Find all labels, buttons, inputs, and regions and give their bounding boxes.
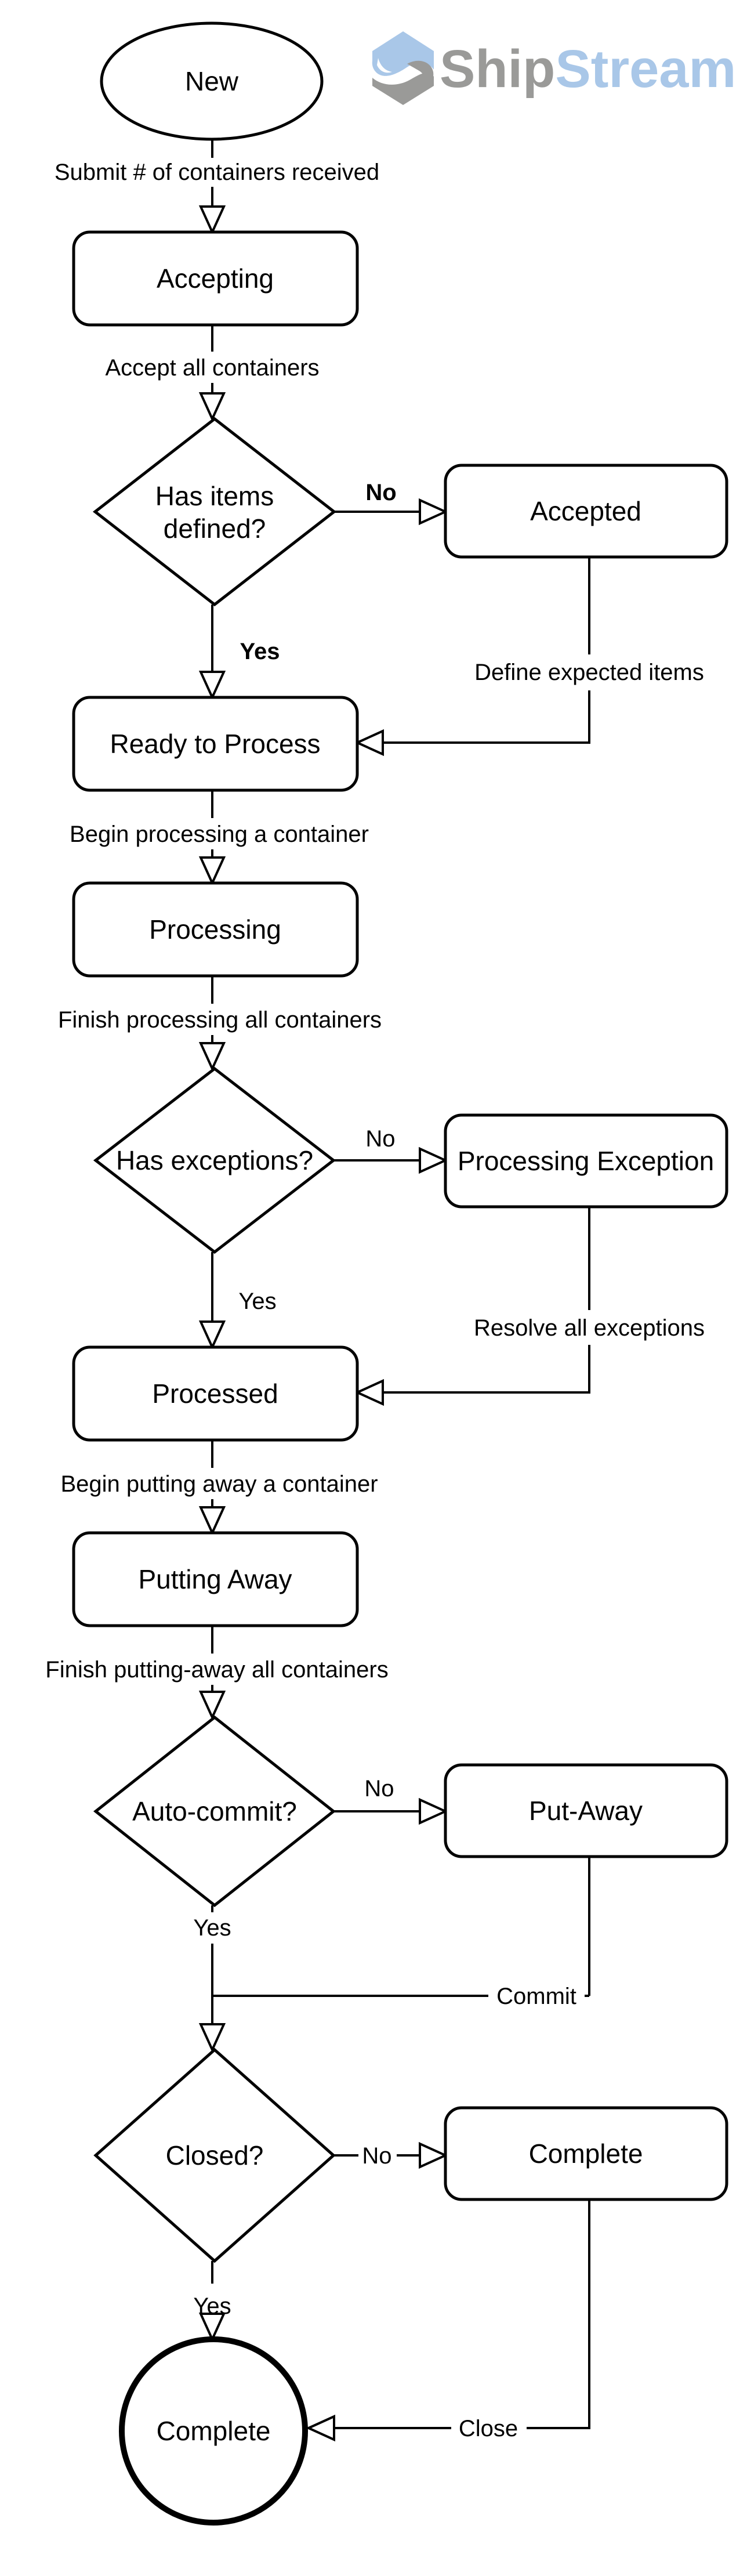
node-label: Processed: [152, 1379, 278, 1409]
arrowhead-down: [198, 671, 226, 700]
node-label: Has exceptions?: [116, 1145, 313, 1175]
decision-diamond: [92, 417, 337, 607]
edge-line: [527, 2199, 590, 2429]
edge-line: [383, 690, 590, 744]
arrowhead-right: [419, 1146, 448, 1174]
state-box: [444, 464, 728, 559]
state-box: [72, 696, 359, 792]
edge-label-accept-all: Accept all containers: [105, 355, 319, 381]
state-box: [72, 881, 359, 978]
edge-label-finish-processing: Finish processing all containers: [58, 1007, 382, 1033]
node-label: Has items: [155, 481, 274, 511]
node-label: Putting Away: [138, 1564, 292, 1594]
node-label: Complete: [157, 2416, 271, 2446]
arrowhead-down: [198, 856, 226, 886]
end-circle: [119, 2336, 308, 2526]
edge-label-submit: Submit # of containers received: [55, 160, 379, 185]
node-label: Accepted: [530, 496, 641, 526]
node-accepting: Accepting: [72, 230, 359, 327]
node-accepted: Accepted: [444, 464, 728, 559]
node-ready-to-process: Ready to Process: [72, 696, 359, 792]
shipstream-logo: ShipStream: [372, 31, 736, 105]
state-box: [72, 230, 359, 327]
node-label: defined?: [164, 513, 266, 544]
edge-label-no: No: [364, 1776, 394, 1801]
edge-label-yes: Yes: [238, 1289, 276, 1314]
node-label: New: [185, 66, 239, 96]
node-closed: Closed?: [93, 2047, 336, 2263]
arrowhead-left: [306, 2414, 335, 2442]
logo-wordmark: ShipStream: [440, 39, 736, 99]
node-auto-commit: Auto-commit?: [93, 1715, 336, 1908]
edge-label-finish-putaway: Finish putting-away all containers: [45, 1657, 388, 1683]
arrowhead-down: [198, 1320, 226, 1350]
arrowhead-down: [198, 392, 226, 422]
node-has-exceptions: Has exceptions?: [93, 1066, 336, 1254]
logo-icon-inner-notch: [377, 58, 392, 73]
edge-label-yes: Yes: [240, 639, 280, 664]
arrowhead-right: [419, 498, 448, 526]
arrowhead-down: [198, 2313, 226, 2342]
node-complete-final: Complete: [119, 2336, 308, 2526]
arrowhead-down: [198, 1042, 226, 1072]
state-box: [72, 1531, 359, 1627]
node-processed: Processed: [72, 1345, 359, 1442]
logo-icon-top-wave: [372, 31, 434, 76]
arrowhead-left: [354, 729, 384, 757]
arrowhead-down: [198, 1506, 226, 1536]
node-processing-exception: Processing Exception: [444, 1113, 728, 1209]
node-label: Put-Away: [529, 1796, 643, 1826]
arrowhead-down: [198, 205, 226, 235]
node-has-items-defined: Has items defined?: [92, 417, 337, 607]
edge-label-no: No: [362, 2143, 391, 2169]
node-putting-away: Putting Away: [72, 1531, 359, 1627]
decision-diamond: [93, 2047, 336, 2263]
edge-label-commit: Commit: [496, 1984, 576, 2009]
edge-label-no: No: [365, 1126, 395, 1152]
shipstream-logo-icon: [372, 31, 434, 105]
node-label: Complete: [529, 2139, 643, 2169]
edge-label-begin-putaway: Begin putting away a container: [60, 1471, 378, 1497]
node-label: Processing Exception: [458, 1146, 714, 1176]
arrowhead-right: [419, 1797, 448, 1825]
arrowhead-down: [198, 2023, 226, 2053]
start-ellipse: [100, 21, 324, 141]
decision-diamond: [93, 1715, 336, 1908]
state-box: [72, 1345, 359, 1442]
state-box: [444, 1113, 728, 1209]
edge-label-close: Close: [459, 2416, 518, 2441]
node-label: Processing: [149, 914, 281, 945]
state-box: [444, 1763, 728, 1858]
edge-label-yes: Yes: [193, 2293, 231, 2319]
node-label: Auto-commit?: [132, 1796, 297, 1826]
node-new: New: [100, 21, 324, 141]
logo-icon-curl: [407, 60, 434, 88]
node-processing: Processing: [72, 881, 359, 978]
edge-label-yes: Yes: [193, 1915, 231, 1941]
decision-diamond: [93, 1066, 336, 1254]
node-label: Ready to Process: [110, 729, 320, 759]
logo-word-stream: Stream: [555, 39, 736, 99]
node-label: Closed?: [166, 2140, 264, 2170]
edge-label-define-expected: Define expected items: [474, 660, 704, 685]
arrowhead-left: [354, 1379, 384, 1406]
edge-label-begin-processing: Begin processing a container: [70, 822, 369, 847]
arrowhead-down: [198, 1691, 226, 1720]
node-label: Accepting: [157, 263, 274, 294]
edge-lines: [211, 139, 590, 2429]
node-put-away: Put-Away: [444, 1763, 728, 1858]
node-complete-box: Complete: [444, 2106, 728, 2201]
edge-label-no: No: [365, 480, 396, 505]
edge-label-resolve: Resolve all exceptions: [474, 1315, 705, 1341]
logo-icon-bottom-wave: [372, 73, 434, 105]
edge-line: [383, 1345, 590, 1394]
arrowhead-right: [419, 2141, 448, 2169]
logo-word-ship: Ship: [440, 39, 555, 99]
state-box: [444, 2106, 728, 2201]
arrowheads: [198, 205, 448, 2442]
edge-labels: Submit # of containers received Accept a…: [45, 160, 705, 2441]
